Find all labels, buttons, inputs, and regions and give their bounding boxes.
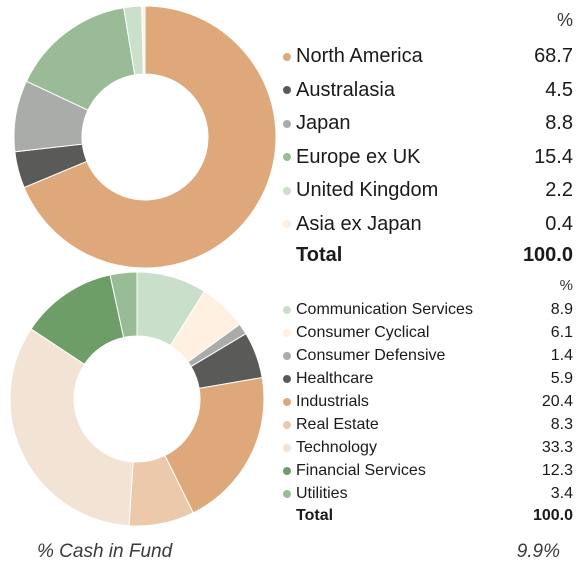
region-legend-value: 8.8 — [545, 112, 573, 134]
region-legend-item: Australasia — [283, 74, 395, 108]
sector-legend-label: Healthcare — [296, 369, 374, 387]
region-legend-swatch — [283, 186, 291, 195]
sector-legend-value: 6.1 — [550, 324, 573, 341]
sector-legend-item: Financial Services — [283, 459, 426, 482]
region-legend-swatch — [283, 52, 291, 61]
cash-in-fund-value: 9.9% — [516, 541, 560, 562]
sector-legend-value: 1.4 — [550, 347, 573, 364]
sector-legend-item: Communication Services — [283, 298, 473, 321]
region-legend-label: United Kingdom — [296, 179, 439, 202]
region-legend-swatch — [283, 220, 291, 229]
sector-legend-swatch — [283, 466, 291, 475]
region-legend-label: Australasia — [296, 78, 395, 101]
sector-legend-swatch — [283, 443, 291, 452]
sector-slice-utilities — [109, 272, 138, 339]
sector-percent-header: % — [559, 277, 573, 294]
region-legend-item: Japan — [283, 107, 351, 141]
sector-legend-item: Industrials — [283, 390, 369, 413]
sector-legend-item: Consumer Defensive — [283, 344, 445, 367]
region-legend-label: Japan — [296, 112, 351, 135]
sector-legend-swatch — [283, 420, 291, 429]
region-legend-swatch — [283, 119, 291, 128]
sector-legend-label: Consumer Cyclical — [296, 323, 430, 341]
sector-legend-swatch — [283, 397, 291, 406]
region-legend-value: 4.5 — [545, 78, 573, 101]
sector-legend-item: Technology — [283, 436, 377, 459]
region-legend-label: Asia ex Japan — [296, 212, 422, 235]
region-legend-swatch — [283, 153, 291, 162]
sector-legend-item: Utilities — [283, 482, 348, 505]
sector-legend-value: 12.3 — [541, 462, 573, 479]
sector-slice-industrials — [164, 376, 265, 514]
sector-legend-label: Industrials — [296, 392, 369, 410]
cash-in-fund-label: % Cash in Fund — [37, 541, 173, 562]
sector-legend-value: 20.4 — [541, 393, 573, 410]
sector-total-value: 100.0 — [532, 507, 573, 524]
region-total-label: Total — [296, 244, 343, 267]
sector-legend-label: Consumer Defensive — [296, 346, 446, 364]
region-legend-swatch — [283, 86, 291, 95]
sector-legend-label: Communication Services — [296, 300, 473, 318]
region-slice-asia-ex-japan — [141, 5, 146, 75]
sector-legend-item: Real Estate — [283, 413, 379, 436]
sector-legend-label: Utilities — [296, 484, 348, 502]
region-legend-item: Asia ex Japan — [283, 208, 422, 242]
region-percent-header: % — [556, 10, 573, 30]
region-legend-item: North America — [283, 40, 423, 74]
region-slice-north-america — [23, 5, 277, 269]
sector-legend-value: 33.3 — [541, 439, 573, 456]
sector-legend-value: 3.4 — [550, 485, 573, 502]
sector-slice-technology — [10, 328, 134, 527]
sector-legend-swatch — [283, 351, 291, 360]
sector-donut-chart — [10, 272, 265, 527]
region-legend-value: 68.7 — [534, 45, 573, 67]
region-legend-label: North America — [296, 45, 423, 68]
sector-legend-swatch — [283, 374, 291, 383]
region-legend-value: 2.2 — [545, 179, 573, 201]
region-donut-chart — [13, 5, 277, 269]
region-legend-item: United Kingdom — [283, 174, 438, 208]
sector-legend-label: Real Estate — [296, 415, 379, 433]
sector-legend-value: 8.9 — [550, 301, 573, 318]
sector-legend-label: Financial Services — [296, 461, 426, 479]
sector-total-label: Total — [296, 506, 334, 524]
region-legend-label: Europe ex UK — [296, 145, 421, 168]
region-legend-item: Europe ex UK — [283, 141, 421, 175]
sector-legend-swatch — [283, 489, 291, 498]
sector-legend-item: Consumer Cyclical — [283, 321, 429, 344]
sector-legend-item: Healthcare — [283, 367, 373, 390]
region-legend-value: 0.4 — [545, 212, 573, 235]
sector-legend-value: 8.3 — [550, 416, 573, 433]
region-total-value: 100.0 — [522, 244, 573, 266]
sector-legend-label: Technology — [296, 438, 377, 456]
sector-legend-swatch — [283, 305, 291, 314]
region-legend-value: 15.4 — [534, 145, 573, 168]
sector-legend-value: 5.9 — [550, 370, 573, 387]
sector-legend-swatch — [283, 328, 291, 337]
